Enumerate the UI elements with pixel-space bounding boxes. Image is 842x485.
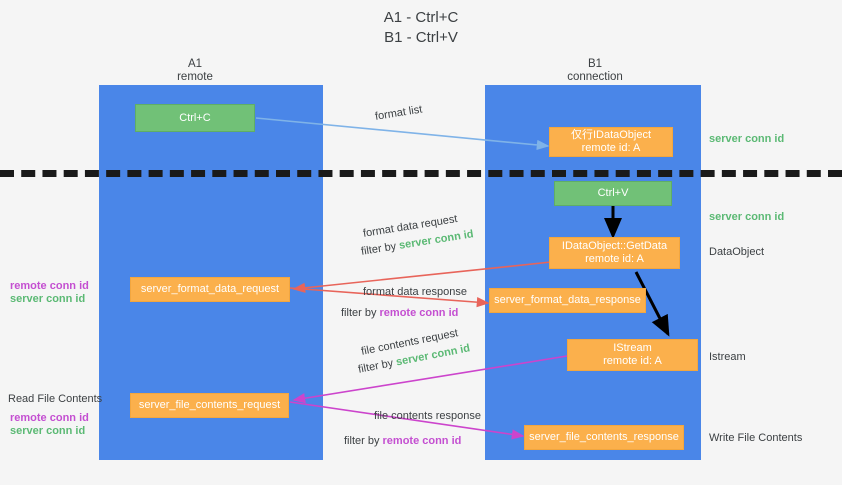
filter-prefix-3: filter by: [357, 356, 398, 376]
box-server-file-contents-response[interactable]: server_file_contents_response: [524, 425, 684, 450]
right-label-server-conn-id-mid: server conn id: [709, 211, 785, 223]
box-idataobject-line2: remote id: A: [581, 142, 641, 154]
box-getdata-line1: IDataObject::GetData: [561, 240, 668, 252]
filter-prefix-1: filter by: [360, 239, 401, 258]
lane-a1-name: A1: [187, 58, 203, 70]
edge-label-format-data-response: format data response: [363, 286, 467, 298]
lane-header-a1: A1 remote: [130, 58, 260, 84]
box-istream-line1: IStream: [613, 342, 652, 354]
box-ctrl-c[interactable]: Ctrl+C: [135, 104, 255, 132]
box-server-format-data-response[interactable]: server_format_data_response: [489, 288, 646, 313]
box-server-format-data-request-label: server_format_data_request: [140, 283, 280, 295]
right-label-write-file-contents: Write File Contents: [709, 432, 803, 444]
lane-a1-sub: remote: [177, 71, 213, 83]
lane-b1-sub: connection: [567, 71, 623, 83]
edge-label-format-data-request-filter: filter by server conn id: [360, 228, 474, 259]
right-label-server-conn-id-top: server conn id: [709, 133, 785, 145]
box-istream-line2: remote id: A: [603, 355, 662, 367]
box-istream[interactable]: IStream remote id: A: [567, 339, 698, 371]
edge-label-format-list-text: format list: [374, 103, 424, 123]
edge-label-file-contents-request-filter: filter by server conn id: [357, 342, 471, 377]
box-getdata-line2: remote id: A: [585, 253, 644, 265]
box-ctrl-v[interactable]: Ctrl+V: [554, 181, 672, 206]
left-label-server-conn-id-2: server conn id: [10, 425, 86, 437]
filter-prefix-4: filter by: [344, 435, 383, 447]
box-server-format-data-request[interactable]: server_format_data_request: [130, 277, 290, 302]
title-line-2: B1 - Ctrl+V: [384, 29, 458, 46]
filter-value-2: remote conn id: [379, 307, 459, 319]
right-label-dataobject: DataObject: [709, 246, 765, 258]
title-line-1: A1 - Ctrl+C: [383, 9, 459, 26]
box-server-file-contents-request-label: server_file_contents_request: [138, 399, 281, 411]
lane-b1-name: B1: [587, 58, 603, 70]
diagram-title: A1 - Ctrl+C B1 - Ctrl+V: [0, 8, 842, 48]
box-server-file-contents-response-label: server_file_contents_response: [529, 431, 679, 443]
edge-label-format-list: format list: [374, 104, 423, 124]
left-label-remote-conn-id-2: remote conn id: [10, 412, 89, 424]
right-label-istream: Istream: [709, 351, 746, 363]
box-idataobject-line1: 仅行IDataObject: [570, 129, 652, 141]
box-server-format-data-response-label: server_format_data_response: [494, 294, 641, 306]
box-idataobject-getdata[interactable]: IDataObject::GetData remote id: A: [549, 237, 680, 269]
phase-divider: [0, 170, 842, 177]
left-label-server-conn-id-1: server conn id: [10, 293, 86, 305]
left-label-remote-conn-id-1: remote conn id: [10, 280, 89, 292]
edge-label-file-contents-response: file contents response: [374, 410, 482, 422]
lane-header-b1: B1 connection: [530, 58, 660, 84]
filter-value-4: remote conn id: [382, 435, 462, 447]
box-ctrl-c-label: Ctrl+C: [179, 111, 211, 124]
edge-label-file-contents-response-filter: filter by remote conn id: [344, 434, 461, 448]
filter-prefix-2: filter by: [341, 307, 380, 319]
edge-label-format-data-response-filter: filter by remote conn id: [341, 306, 458, 320]
left-label-read-file-contents: Read File Contents: [8, 393, 103, 405]
box-ctrl-v-label: Ctrl+V: [597, 187, 629, 199]
box-server-file-contents-request[interactable]: server_file_contents_request: [130, 393, 289, 418]
box-idataobject[interactable]: 仅行IDataObject remote id: A: [549, 127, 673, 157]
